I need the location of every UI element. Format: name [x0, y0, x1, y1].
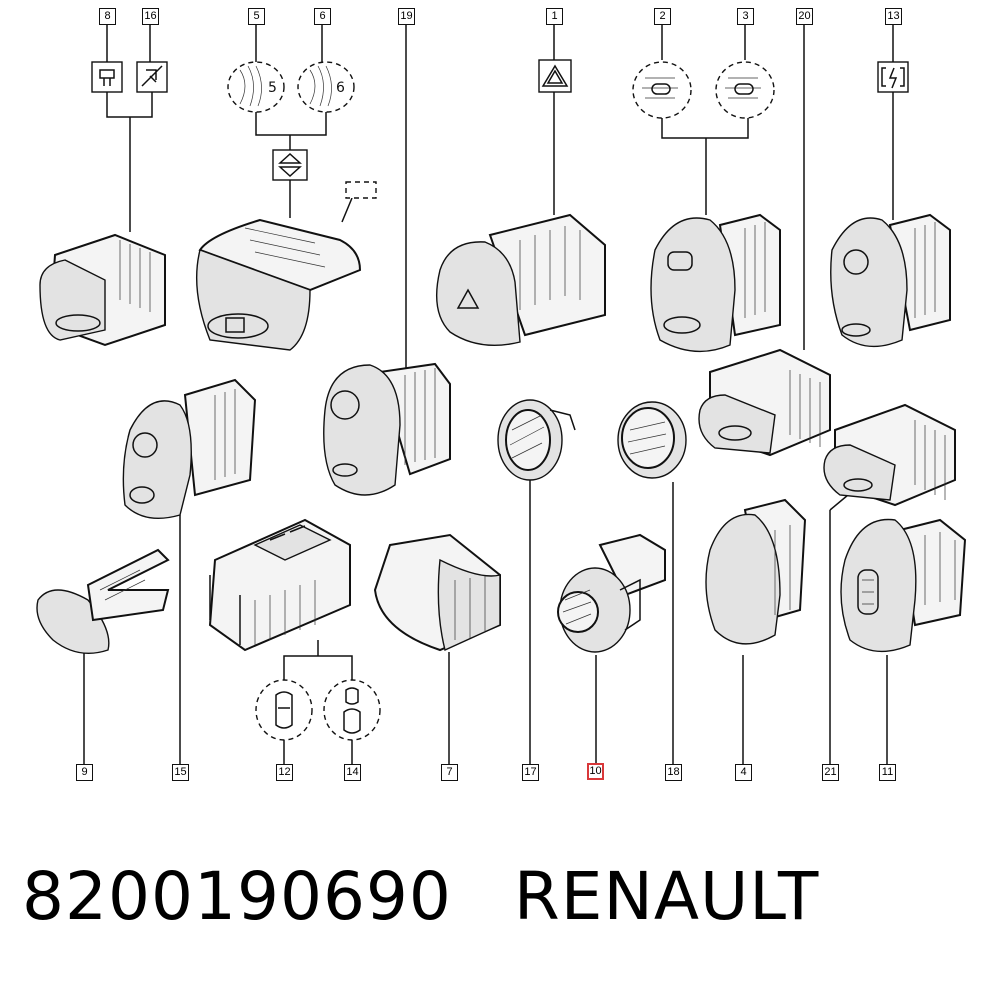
- bezel-17: [497, 399, 576, 481]
- clip-9: [36, 548, 170, 654]
- switch-window-5-6: [196, 218, 362, 351]
- label-16: 16: [142, 8, 159, 25]
- brand-name: RENAULT: [513, 858, 820, 935]
- svg-text:6: 6: [336, 80, 345, 96]
- child-lock-symbol-icon: [323, 679, 381, 741]
- part-caption: 8200190690 RENAULT: [22, 858, 819, 935]
- lightning-glyph-icon: [881, 67, 905, 89]
- cover-7: [373, 533, 501, 652]
- label-4: 4: [735, 764, 752, 781]
- window-switch-6-symbol-icon: [297, 61, 355, 113]
- switch-11: [840, 518, 967, 653]
- up-down-arrows-icon: [278, 152, 302, 178]
- seat-heater-glyph-icon: [99, 69, 115, 86]
- label-19: 19: [398, 8, 415, 25]
- label-11: 11: [879, 764, 896, 781]
- hazard-triangle-icon: [541, 64, 569, 87]
- switch-13: [830, 213, 951, 348]
- blank-symbol-icon: [345, 181, 377, 199]
- label-9: 9: [76, 764, 93, 781]
- central-lock-symbol-icon: [255, 679, 313, 741]
- switch-8-16: [39, 233, 166, 347]
- label-3: 3: [737, 8, 754, 25]
- switch-19: [323, 362, 451, 496]
- seat-heater-symbol-icon: [91, 61, 123, 93]
- label-8: 8: [99, 8, 116, 25]
- label-15: 15: [172, 764, 189, 781]
- switch-hazard-1: [435, 213, 606, 347]
- label-14: 14: [344, 764, 361, 781]
- mirror-fold-glyph-icon: [141, 65, 163, 87]
- label-12: 12: [276, 764, 293, 781]
- front-defrost-symbol-icon: [715, 61, 775, 119]
- label-7: 7: [441, 764, 458, 781]
- label-10-highlighted[interactable]: 10: [587, 763, 604, 780]
- label-20: 20: [796, 8, 813, 25]
- switch-12-14: [208, 518, 351, 652]
- label-17: 17: [522, 764, 539, 781]
- cover-4: [705, 498, 807, 645]
- components: [36, 213, 967, 654]
- blank-18: [617, 401, 687, 479]
- switch-21: [823, 403, 956, 507]
- part-number: 8200190690: [22, 858, 452, 935]
- label-18: 18: [665, 764, 682, 781]
- rear-defrost-symbol-icon: [632, 61, 692, 119]
- label-5: 5: [248, 8, 265, 25]
- label-1: 1: [546, 8, 563, 25]
- label-6: 6: [314, 8, 331, 25]
- svg-text:5: 5: [268, 80, 277, 96]
- leader-lines: [83, 24, 894, 764]
- switch-defrost-2-3: [650, 213, 781, 353]
- symbol-icons: 5 6: [91, 59, 909, 741]
- label-2: 2: [654, 8, 671, 25]
- label-21: 21: [822, 764, 839, 781]
- label-13: 13: [885, 8, 902, 25]
- rheostat-10: [557, 533, 666, 653]
- switch-15: [122, 378, 257, 519]
- switch-20: [698, 348, 831, 457]
